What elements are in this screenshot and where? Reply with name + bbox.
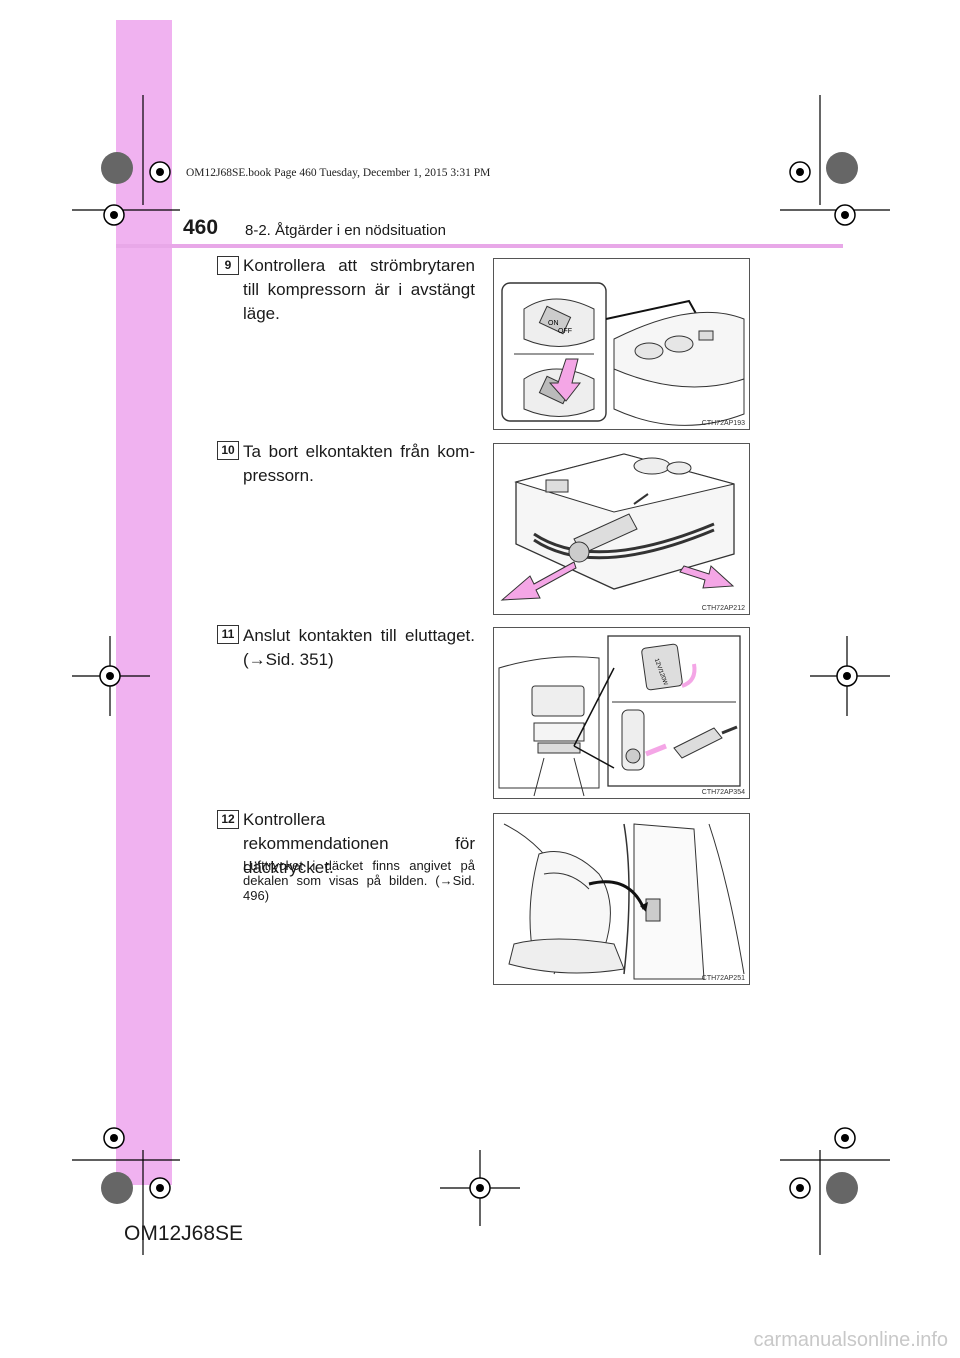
figure-code-12: CTH72AP251 <box>701 975 745 982</box>
step-text-11: Anslut kontakten till eluttaget. (→Sid. … <box>243 626 475 669</box>
watermark-site: carmanualsonline.info <box>753 1329 948 1351</box>
step-number-11: 11 <box>217 625 239 644</box>
switch-on-label: ON <box>548 320 559 327</box>
step-number-12: 12 <box>217 810 239 829</box>
figure-power-outlet: 12V/120W CTH72AP354 <box>493 627 750 799</box>
figure-code-9: CTH72AP193 <box>701 420 745 427</box>
step-text-9: Kontrollera att strömbrytaren till kompr… <box>243 256 475 323</box>
figure-tire-pressure-label: CTH72AP251 <box>493 813 750 985</box>
step-text-12: Kontrollera rekommendationen för däcktry… <box>243 810 475 877</box>
figure-remove-plug: CTH72AP212 <box>493 443 750 615</box>
step-number-10: 10 <box>217 441 239 460</box>
figure-code-11: CTH72AP354 <box>701 789 745 796</box>
section-title: 8-2. Åtgärder i en nödsituation <box>245 222 446 239</box>
step-note-12: Lufttrycket i däcket finns angivet på de… <box>243 858 475 903</box>
side-color-band <box>116 20 172 1185</box>
step-number-9: 9 <box>217 256 239 275</box>
figure-code-10: CTH72AP212 <box>701 605 745 612</box>
model-code: OM12J68SE <box>124 1222 244 1245</box>
book-info-line: OM12J68SE.book Page 460 Tuesday, Decembe… <box>186 167 491 179</box>
page-number: 460 <box>183 216 219 239</box>
switch-off-label: OFF <box>558 328 572 335</box>
header-rule <box>116 244 843 248</box>
figure-compressor-switch: ON OFF CTH72AP193 <box>493 258 750 430</box>
step-text-10: Ta bort elkontakten från kom-pressorn. <box>243 442 475 485</box>
